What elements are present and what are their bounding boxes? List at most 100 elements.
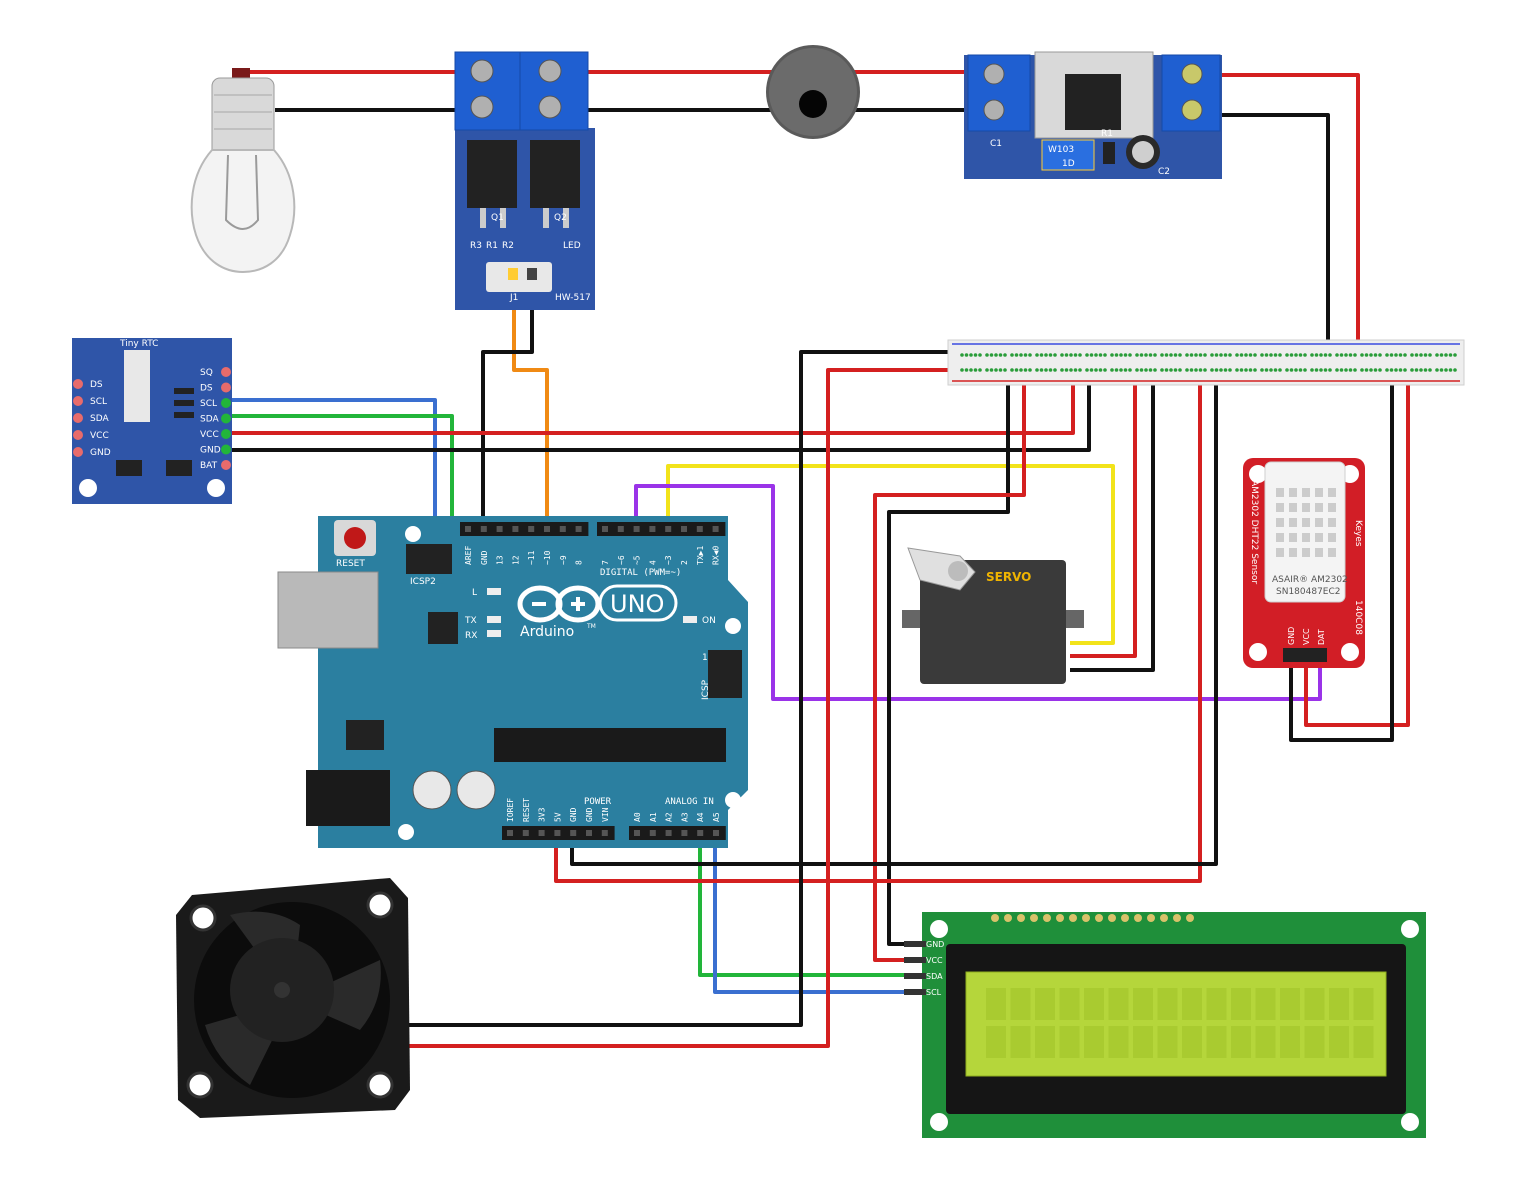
rail-hole — [1185, 368, 1189, 372]
rail-hole — [1039, 368, 1044, 372]
rail-hole — [989, 353, 994, 357]
rail-hole — [1128, 353, 1132, 357]
rail-hole — [994, 353, 998, 357]
lcd-cell — [1329, 1026, 1349, 1058]
rtc-right-pin-label: VCC — [200, 430, 219, 440]
lcd-pin — [904, 973, 926, 979]
dht-vent — [1328, 503, 1336, 512]
dht-vent — [1276, 518, 1284, 527]
lcd-cell — [1182, 988, 1202, 1020]
rail-hole — [1423, 368, 1428, 372]
header-pin-label: A4 — [696, 812, 705, 822]
rail-hole — [1198, 368, 1203, 372]
lcd-cell — [1059, 988, 1080, 1020]
rail-hole — [1235, 368, 1239, 372]
dht-vent — [1328, 518, 1336, 527]
lcd-cell — [1084, 1026, 1104, 1058]
rail-hole — [1194, 353, 1198, 357]
lcd-pad — [1095, 914, 1103, 922]
rail-hole — [1085, 353, 1089, 357]
rail-hole — [1423, 353, 1428, 357]
rail-hole — [1419, 353, 1423, 357]
header-pin — [601, 830, 608, 836]
rail-hole — [1078, 353, 1082, 357]
rail-hole — [1148, 353, 1153, 357]
rail-hole — [1448, 368, 1453, 372]
header-pin-label: GND — [480, 550, 489, 565]
regulator-label-pot: W103 — [1048, 145, 1074, 155]
wire-dht-data-purple — [634, 484, 1322, 701]
mosfet-label-j1: J1 — [509, 293, 518, 303]
lcd-cell — [1280, 1026, 1300, 1058]
lcd-pin — [904, 989, 926, 995]
lcd-cell — [1157, 988, 1178, 1020]
wire-lcd-vcc-red — [873, 368, 1026, 962]
lcd-pin-label: SCL — [926, 988, 942, 997]
lcd-pad — [1069, 914, 1077, 922]
rail-hole — [1253, 368, 1257, 372]
lcd-cell — [1206, 988, 1227, 1020]
header-strip — [597, 522, 726, 536]
rail-hole — [1144, 353, 1148, 357]
header-pin — [633, 526, 640, 532]
rtc-right-pin-label: SCL — [200, 399, 217, 409]
rail-hole — [1239, 368, 1244, 372]
rail-hole — [1053, 368, 1057, 372]
rail-hole — [1428, 353, 1432, 357]
rtc-right-pin — [221, 460, 231, 470]
rail-hole — [1289, 353, 1294, 357]
lcd-pad — [991, 914, 999, 922]
dht-vent — [1328, 533, 1336, 542]
lcd-pin — [904, 941, 926, 947]
dht-model-line1: ASAIR® AM2302 — [1272, 575, 1348, 585]
header-pin — [665, 830, 672, 836]
header-pin-label: 4 — [648, 560, 657, 565]
rail-hole — [1269, 368, 1273, 372]
header-pin-label: 13 — [496, 555, 505, 565]
rail-hole — [1003, 368, 1007, 372]
rail-hole — [1369, 368, 1373, 372]
dht-vent — [1328, 548, 1336, 557]
rail-hole — [1073, 368, 1078, 372]
rail-hole — [1448, 353, 1453, 357]
rail-hole — [1123, 368, 1128, 372]
rail-hole — [985, 368, 989, 372]
regulator-label-r1: R1 — [1101, 129, 1113, 139]
dht-vent — [1289, 518, 1297, 527]
wire-rtc-gnd-black — [228, 355, 1091, 452]
rail-hole — [1114, 353, 1119, 357]
servo-motor: SERVO — [902, 547, 1084, 684]
header-pin-label: 12 — [511, 555, 520, 565]
lcd-cell — [1255, 1026, 1276, 1058]
wire-fan-black — [408, 350, 1005, 1027]
wire-dht-vcc-red — [1304, 368, 1410, 727]
lcd-cell — [1304, 988, 1325, 1020]
lcd-pad — [1043, 914, 1051, 922]
rtc-title: Tiny RTC — [119, 339, 158, 349]
mosfet-module: Q1 Q2 R3 R1 R2 LED J1 HW-517 — [454, 51, 595, 310]
rail-hole — [1123, 353, 1128, 357]
header-pin-label: A5 — [712, 812, 721, 822]
dht-code: 140C08 — [1353, 600, 1363, 635]
rail-hole — [1164, 368, 1169, 372]
lamp-bulb — [190, 68, 296, 274]
rail-hole — [1248, 368, 1253, 372]
lcd-pad — [1004, 914, 1012, 922]
rail-hole — [1260, 368, 1264, 372]
cooling-fan — [176, 878, 410, 1118]
regulator-label-mark: 1D — [1062, 159, 1075, 169]
lcd-pad — [1030, 914, 1038, 922]
rail-hole — [1360, 353, 1364, 357]
rail-hole — [1235, 353, 1239, 357]
rail-hole — [1298, 353, 1303, 357]
rail-hole — [1444, 368, 1448, 372]
rail-hole — [1160, 368, 1164, 372]
lcd-cell — [1035, 1026, 1055, 1058]
rail-hole — [1414, 353, 1419, 357]
lcd-pad — [1173, 914, 1181, 922]
rail-hole — [1189, 353, 1194, 357]
dht-vent — [1289, 488, 1297, 497]
